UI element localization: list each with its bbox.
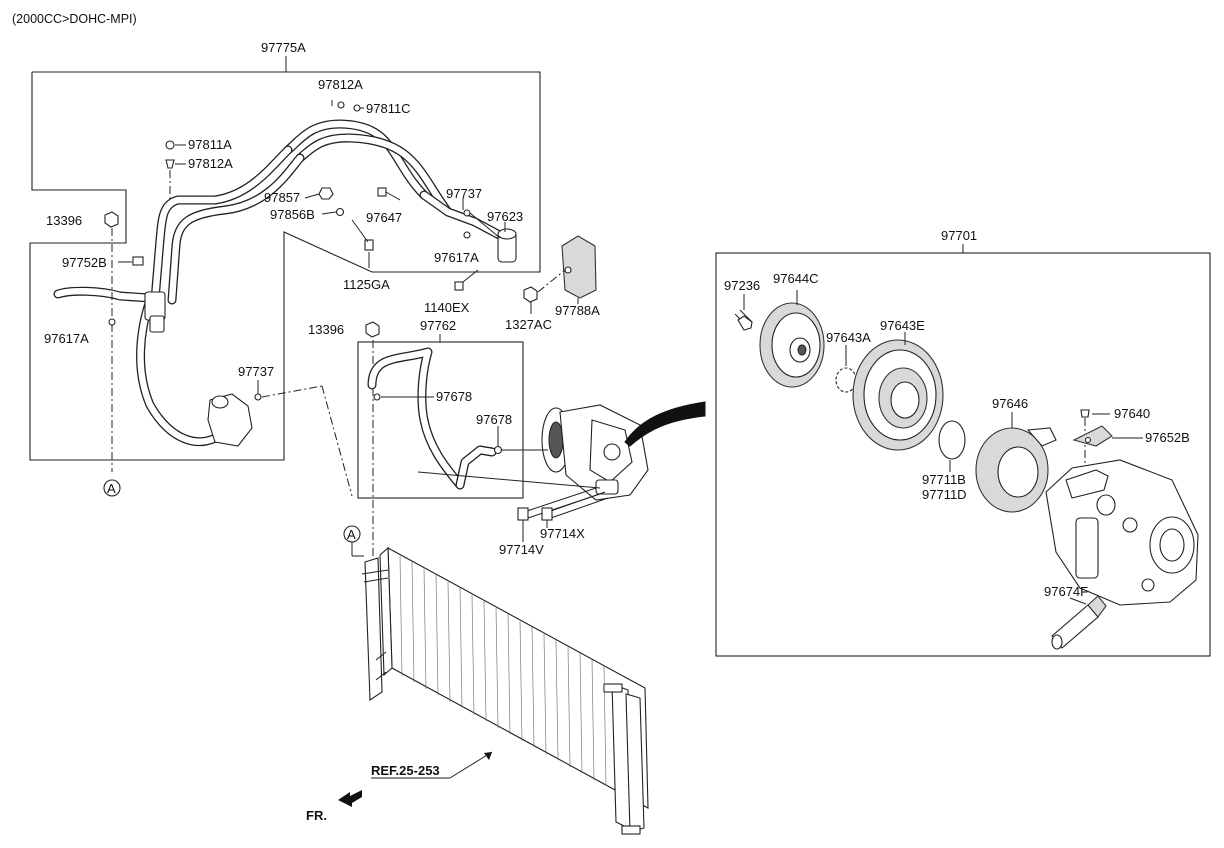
callout-97714V[interactable]: 97714V bbox=[499, 542, 544, 557]
callout-97640[interactable]: 97640 bbox=[1114, 406, 1150, 421]
callout-13396-left[interactable]: 13396 bbox=[46, 213, 82, 228]
nut-97857 bbox=[318, 187, 334, 200]
callout-97775A[interactable]: 97775A bbox=[261, 40, 306, 55]
callout-1327AC[interactable]: 1327AC bbox=[505, 317, 552, 332]
guide-97737-low-b bbox=[321, 385, 353, 497]
bracket-97652B bbox=[1072, 425, 1113, 447]
oring-97711 bbox=[938, 420, 966, 460]
detail-pointer-arrow bbox=[624, 401, 706, 447]
fitting-97811C bbox=[353, 104, 361, 112]
bracket-97788A-hole bbox=[564, 266, 572, 274]
callout-97643E[interactable]: 97643E bbox=[880, 318, 925, 333]
callout-97678-a[interactable]: 97678 bbox=[436, 389, 472, 404]
callout-97644C[interactable]: 97644C bbox=[773, 271, 819, 286]
ref-leader-arrowhead bbox=[484, 752, 492, 760]
compressor-assembled bbox=[541, 404, 649, 501]
screw-97640 bbox=[1080, 409, 1090, 418]
fitting-97737-low bbox=[254, 393, 262, 401]
fitting-97812A-left bbox=[165, 159, 175, 169]
callout-97812A-left[interactable]: 97812A bbox=[188, 156, 233, 171]
oring-97678-b bbox=[493, 445, 503, 455]
fitting-97737-top bbox=[463, 209, 471, 217]
oring-97678-a bbox=[373, 393, 381, 401]
front-direction-label: FR. bbox=[306, 808, 327, 823]
callout-97652B[interactable]: 97652B bbox=[1145, 430, 1190, 445]
nut-1327AC bbox=[523, 286, 538, 303]
guide-97788A bbox=[537, 269, 566, 293]
leader-97856B bbox=[321, 211, 337, 215]
callout-97856B[interactable]: 97856B bbox=[270, 207, 315, 222]
callout-97711D[interactable]: 97711D bbox=[922, 487, 967, 502]
compressor-body-detail bbox=[1045, 459, 1199, 606]
group-97775A-outline bbox=[29, 71, 541, 461]
callout-1140EX[interactable]: 1140EX bbox=[424, 300, 470, 315]
condenser-assembly bbox=[361, 546, 649, 835]
callout-97752B[interactable]: 97752B bbox=[62, 255, 107, 270]
callout-97714X[interactable]: 97714X bbox=[540, 526, 585, 541]
sensor-97674F bbox=[1051, 595, 1107, 650]
callout-13396-mid[interactable]: 13396 bbox=[308, 322, 344, 337]
guide-compressor bbox=[417, 471, 601, 489]
guide-97737-top bbox=[469, 212, 501, 239]
ref-leader bbox=[449, 751, 493, 779]
bolt-97236 bbox=[734, 309, 753, 331]
fitting-97812A-top bbox=[337, 101, 345, 109]
guide-97737-low-a bbox=[261, 385, 323, 398]
condenser-fins bbox=[399, 555, 607, 787]
bolt-1140EX bbox=[454, 281, 464, 291]
clutch-hub-97644C bbox=[759, 302, 825, 388]
callout-97737-low[interactable]: 97737 bbox=[238, 364, 274, 379]
callout-97646[interactable]: 97646 bbox=[992, 396, 1028, 411]
callout-97643A[interactable]: 97643A bbox=[826, 330, 871, 345]
bolt-1125GA bbox=[364, 239, 374, 251]
oring-97617A-right bbox=[463, 231, 471, 239]
fitting-97811A bbox=[165, 140, 175, 150]
field-coil-97646 bbox=[975, 427, 1057, 513]
hose-assembly-97775A bbox=[53, 119, 517, 447]
discharge-hose-97762 bbox=[367, 347, 497, 490]
callout-97857[interactable]: 97857 bbox=[264, 190, 300, 205]
callout-97678-b[interactable]: 97678 bbox=[476, 412, 512, 427]
bracket-97788A bbox=[561, 235, 597, 299]
front-direction-arrow-icon bbox=[338, 790, 362, 807]
callout-97788A[interactable]: 97788A bbox=[555, 303, 600, 318]
leader-97674F bbox=[1069, 597, 1087, 605]
callout-97674F[interactable]: 97674F bbox=[1044, 584, 1088, 599]
callout-97617A-right[interactable]: 97617A bbox=[434, 250, 479, 265]
callout-97811C[interactable]: 97811C bbox=[366, 101, 411, 116]
engine-spec-header: (2000CC>DOHC-MPI) bbox=[12, 12, 137, 26]
washer-97856B bbox=[335, 207, 345, 217]
callout-97812A-top[interactable]: 97812A bbox=[318, 77, 363, 92]
callout-97762[interactable]: 97762 bbox=[420, 318, 456, 333]
nut-13396-mid bbox=[365, 321, 380, 338]
ref-marker-A-condenser-text: A bbox=[347, 527, 356, 542]
bolt-shank-97647 bbox=[385, 191, 401, 201]
callout-97811A[interactable]: 97811A bbox=[188, 137, 232, 152]
callout-97617A-left[interactable]: 97617A bbox=[44, 331, 89, 346]
bracket-97652B-hole bbox=[1084, 436, 1092, 444]
pulley-97643E bbox=[852, 339, 944, 451]
bolts-97714 bbox=[517, 487, 609, 521]
reference-label[interactable]: REF.25-253 bbox=[371, 763, 440, 778]
callout-97647[interactable]: 97647 bbox=[366, 210, 402, 225]
bracket-97752B bbox=[132, 256, 144, 266]
leader-97857 bbox=[304, 193, 320, 199]
bolt-shank-1140EX bbox=[462, 269, 479, 283]
guide-1125GA bbox=[351, 219, 369, 243]
bolt-97647 bbox=[377, 187, 387, 197]
nut-13396-left bbox=[104, 211, 119, 228]
ref-marker-A-left-text: A bbox=[107, 481, 116, 496]
callout-97701[interactable]: 97701 bbox=[941, 228, 977, 243]
callout-97236[interactable]: 97236 bbox=[724, 278, 760, 293]
oring-97617A-left bbox=[108, 318, 116, 326]
ref-marker-A-left[interactable] bbox=[103, 479, 121, 497]
callout-1125GA[interactable]: 1125GA bbox=[343, 277, 390, 292]
callout-97623[interactable]: 97623 bbox=[487, 209, 523, 224]
callout-97737-top[interactable]: 97737 bbox=[446, 186, 482, 201]
callout-97711B[interactable]: 97711B bbox=[922, 472, 966, 487]
